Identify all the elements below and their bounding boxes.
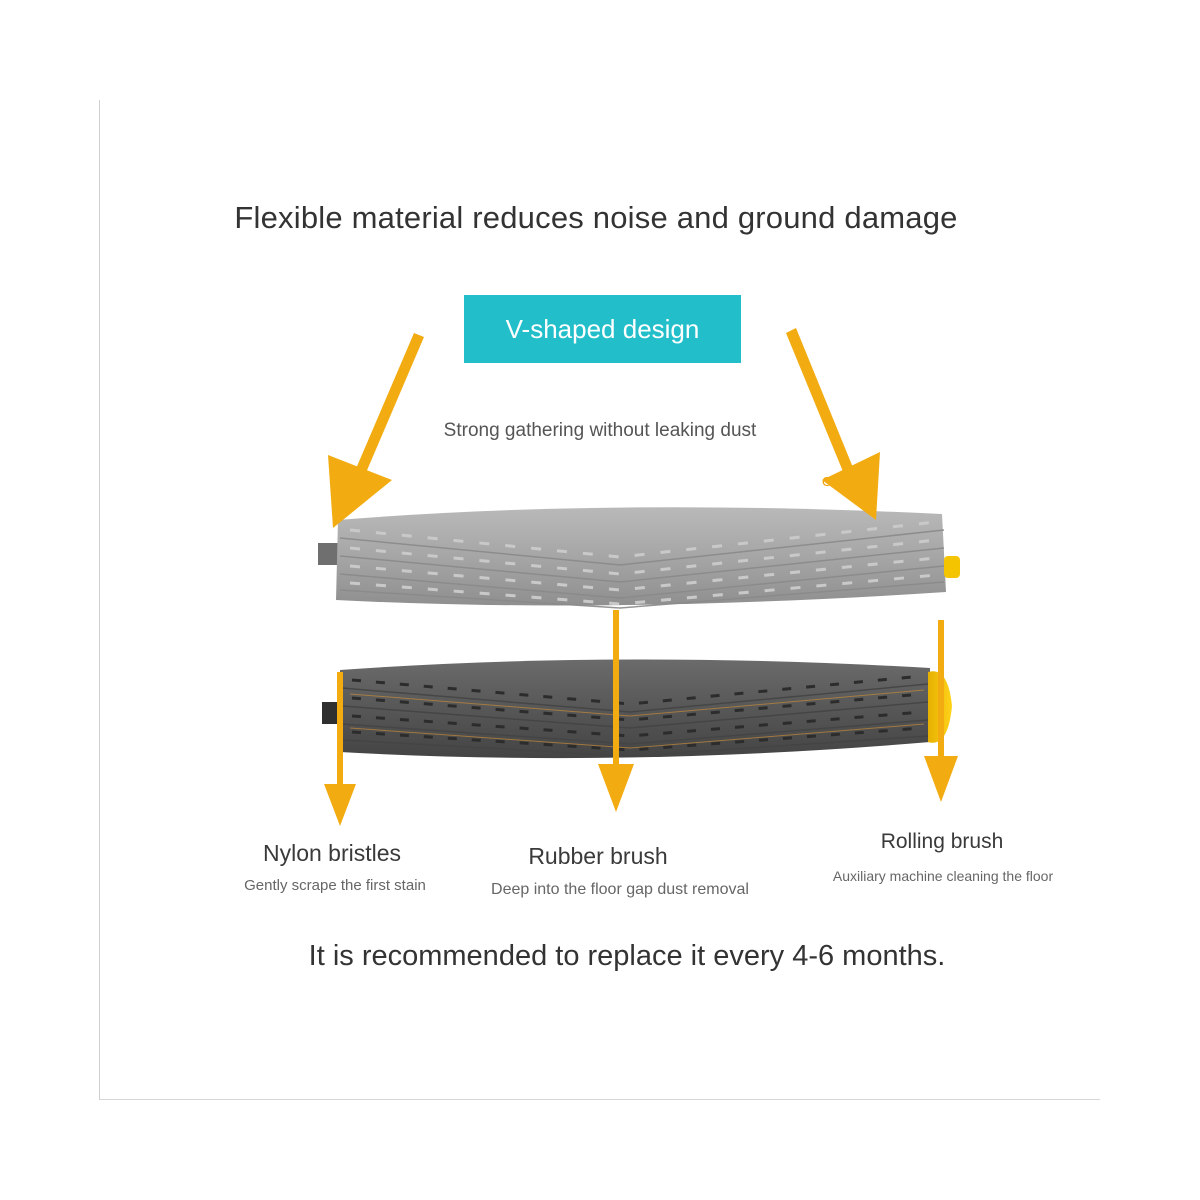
light-roller-body [336, 507, 946, 606]
v-right-arrow-shaft [786, 328, 854, 474]
caption-rubber-brush: Deep into the floor gap dust removal [491, 881, 749, 898]
nylon-arrow-shaft [337, 672, 343, 792]
frame-left-border [99, 100, 100, 1100]
dark-roller [322, 659, 952, 759]
frame-bottom-border [99, 1099, 1100, 1100]
label-rolling-brush: Rolling brush [880, 830, 1004, 853]
rolling-arrow-shaft [938, 620, 944, 760]
rubber-arrow-shaft [613, 610, 619, 770]
label-nylon-bristles: Nylon bristles [262, 840, 402, 866]
rubber-arrow-head [598, 764, 634, 812]
v-right-arrow-head [822, 452, 880, 520]
caption-rolling-brush: Auxiliary machine cleaning the floor [832, 868, 1054, 884]
light-roller [318, 507, 960, 609]
v-left-arrow-shaft [352, 333, 424, 482]
v-left-arrow-head [328, 455, 392, 528]
light-roller-axle [318, 543, 338, 565]
v-shaped-design-badge: V-shaped design [464, 295, 741, 363]
caption-nylon-bristles: Gently scrape the first stain [244, 877, 426, 894]
rolling-arrow-head [924, 756, 958, 802]
nylon-arrow-head [324, 784, 356, 826]
subtitle: Strong gathering without leaking dust [443, 420, 757, 441]
replacement-note: It is recommended to replace it every 4-… [308, 940, 946, 972]
light-roller-cap [944, 556, 960, 578]
label-rubber-brush: Rubber brush [528, 843, 668, 869]
headline: Flexible material reduces noise and grou… [234, 200, 958, 235]
